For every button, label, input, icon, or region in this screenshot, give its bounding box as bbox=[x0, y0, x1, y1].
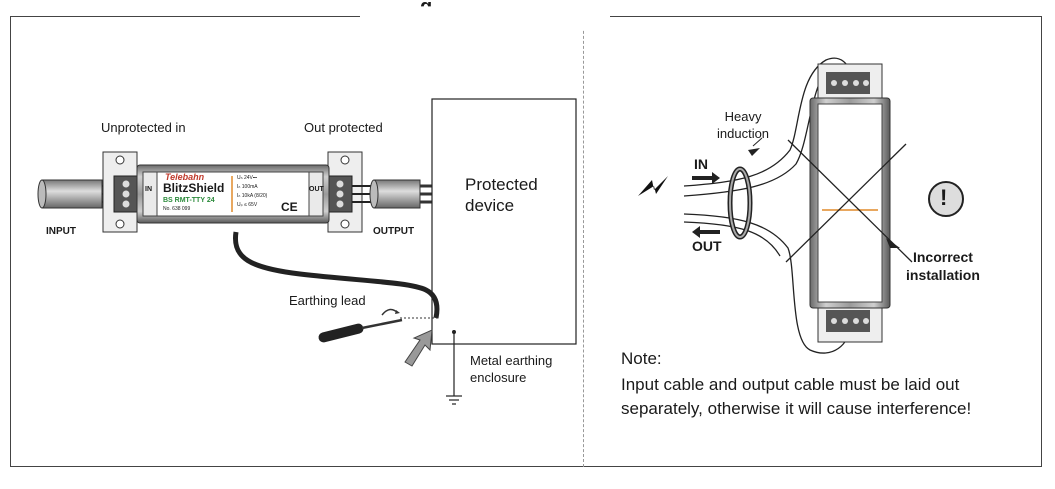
screw-hole-icon bbox=[340, 219, 350, 229]
vertical-device bbox=[809, 63, 891, 343]
input-label: INPUT bbox=[46, 226, 76, 237]
arrow-icon bbox=[404, 329, 433, 367]
incorrect-installation-label: Incorrect installation bbox=[906, 249, 980, 283]
device-spec: Iₙ 100mA bbox=[237, 184, 258, 190]
diagram-title: g bbox=[420, 0, 432, 6]
pointer-arrow-icon bbox=[748, 148, 760, 156]
screwdriver-icon bbox=[318, 308, 403, 343]
metal-earthing-label: Metal earthing enclosure bbox=[470, 353, 553, 385]
input-terminal-block bbox=[113, 175, 139, 213]
device-spec: Iₙ 10kA (8/20) bbox=[237, 193, 268, 199]
protected-device-label: Protected device bbox=[465, 175, 538, 215]
note-text: Input cable and output cable must be lai… bbox=[621, 375, 972, 418]
lightning-bolt-icon bbox=[638, 176, 668, 196]
earthing-lead-label: Earthing lead bbox=[289, 293, 366, 308]
out-label: OUT bbox=[692, 238, 722, 254]
output-cable bbox=[352, 179, 432, 209]
cross-line bbox=[785, 143, 907, 263]
screw-hole-icon bbox=[340, 155, 350, 165]
note-title: Note: bbox=[621, 349, 662, 368]
ground-symbol-icon bbox=[446, 330, 462, 405]
out-protected-label: Out protected bbox=[304, 120, 383, 135]
protected-device-box bbox=[431, 98, 577, 345]
device-number: No. 638 099 bbox=[163, 206, 191, 212]
output-label: OUTPUT bbox=[373, 226, 415, 237]
screw-hole-icon bbox=[115, 219, 125, 229]
in-label: IN bbox=[694, 156, 708, 172]
out-arrow-icon bbox=[692, 226, 720, 238]
device-spec: Uₙ 24V⎓ bbox=[237, 175, 257, 181]
warning-symbol: ! bbox=[940, 185, 948, 210]
device-in-tag: IN bbox=[145, 186, 152, 193]
title-backdrop bbox=[360, 0, 610, 30]
device-model: BS RMT-TTY 24 bbox=[163, 197, 215, 204]
output-terminal-block bbox=[327, 175, 353, 213]
panel-divider bbox=[583, 16, 584, 467]
device-name: BlitzShield bbox=[163, 181, 225, 195]
unprotected-in-label: Unprotected in bbox=[101, 120, 186, 135]
device-spec: Uₚ ≤ 65V bbox=[237, 202, 258, 208]
cross-line bbox=[787, 139, 913, 263]
heavy-induction-label: Heavy induction bbox=[717, 109, 770, 141]
warning-icon bbox=[928, 181, 964, 217]
pointer-arrow-icon bbox=[886, 238, 900, 248]
induction-coil-inner bbox=[729, 168, 751, 238]
device-brand: Telebahn bbox=[165, 172, 205, 182]
blitzshield-device bbox=[136, 164, 330, 224]
earthing-lead-cable bbox=[232, 231, 440, 319]
device-out-tag: OUT bbox=[309, 186, 324, 193]
in-arrow-icon bbox=[692, 172, 720, 184]
ce-mark: CE bbox=[281, 200, 298, 214]
screw-hole-icon bbox=[115, 155, 125, 165]
